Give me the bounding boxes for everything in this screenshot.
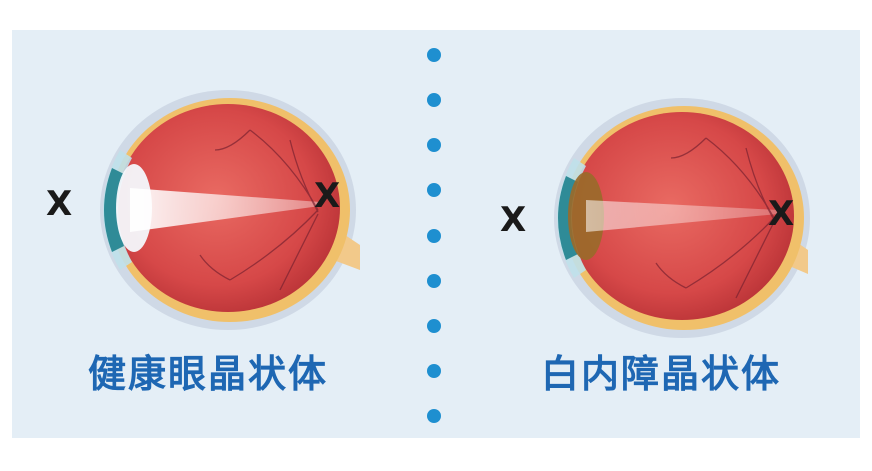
left-front-marker: X <box>46 184 73 224</box>
divider-dot <box>427 364 441 378</box>
light-beam <box>586 200 778 232</box>
divider-dot <box>427 138 441 152</box>
left-back-marker: X <box>314 176 341 216</box>
divider-dot <box>427 319 441 333</box>
right-back-marker: X <box>768 194 795 234</box>
retinal-vessels <box>199 129 319 291</box>
divider-dot <box>427 93 441 107</box>
cataract-lens-caption: 白内障晶状体 <box>540 352 781 396</box>
divider-dot <box>427 409 441 423</box>
divider-dot <box>427 229 441 243</box>
retinal-vessels <box>655 137 775 299</box>
divider-dot <box>427 183 441 197</box>
healthy-lens-caption: 健康眼晶状体 <box>87 352 328 396</box>
right-front-marker: X <box>500 200 527 240</box>
divider-dot <box>427 274 441 288</box>
divider-dot <box>427 48 441 62</box>
light-beam <box>130 188 320 232</box>
